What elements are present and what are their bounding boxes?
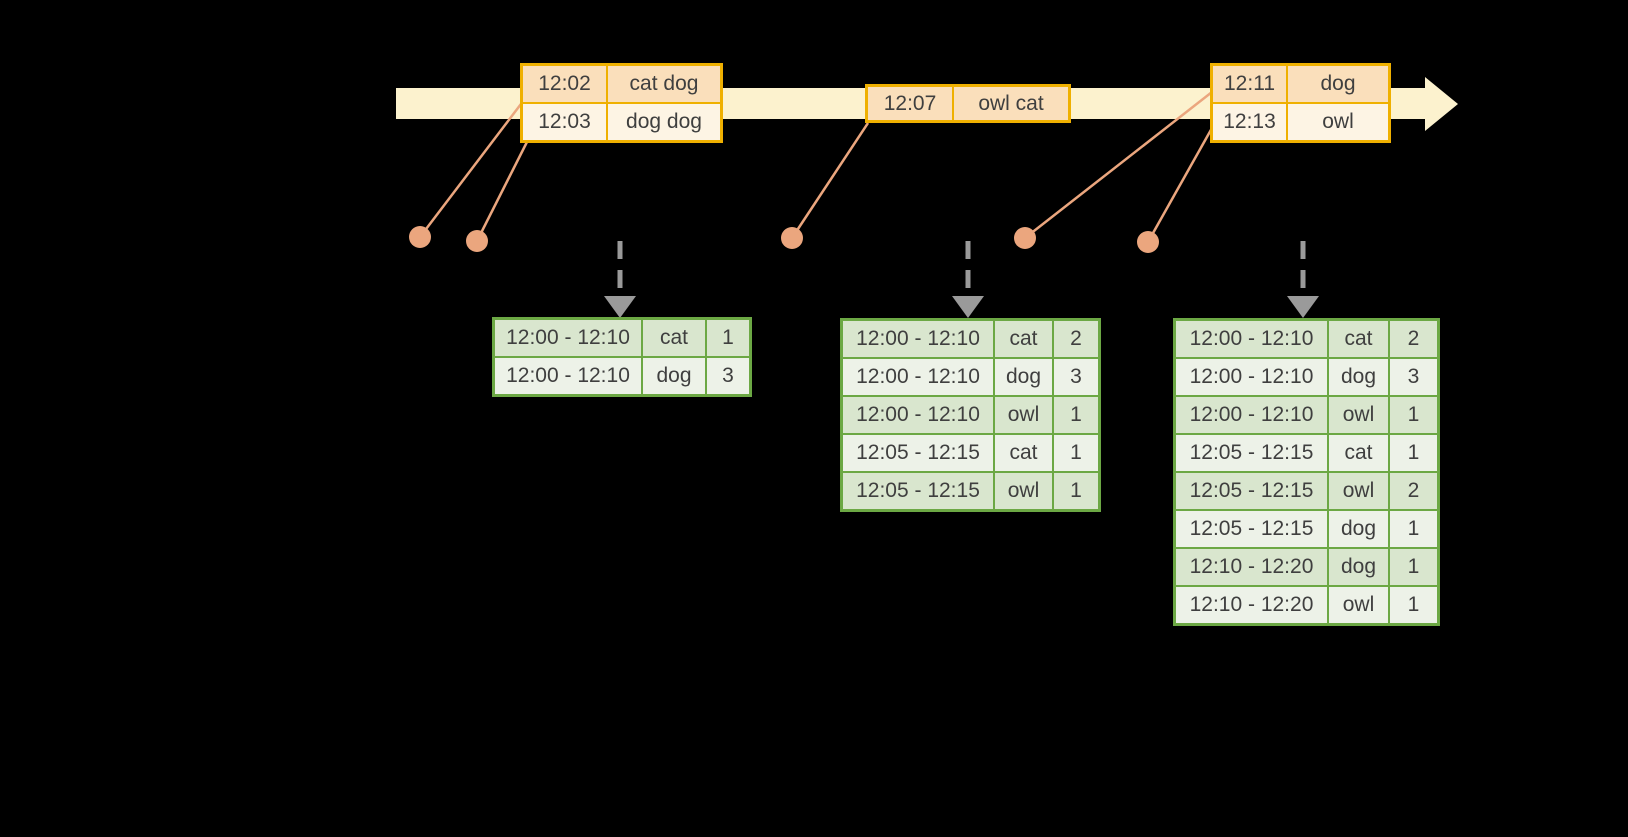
table-cell: owl: [1327, 395, 1390, 435]
trigger-arrowhead-icon: [1287, 296, 1319, 318]
table-cell: 12:00 - 12:10: [492, 356, 643, 397]
table-cell: 1: [1052, 395, 1101, 435]
event-dot-icon: [781, 227, 803, 249]
table-cell: 12:05 - 12:15: [1173, 433, 1329, 473]
table-cell: 12:00 - 12:10: [840, 395, 995, 435]
table-cell: dog: [1327, 357, 1390, 397]
table-cell: cat dog: [606, 63, 723, 104]
table-cell: 1: [1052, 471, 1101, 512]
table-cell: 2: [1052, 318, 1101, 359]
table-cell: dog: [1286, 63, 1391, 104]
event-dot-icon: [1137, 231, 1159, 253]
table-cell: cat: [1327, 318, 1390, 359]
table-cell: 12:07: [865, 84, 954, 123]
event-line: [1146, 127, 1214, 243]
table-cell: 3: [1052, 357, 1101, 397]
table-cell: 12:05 - 12:15: [840, 471, 995, 512]
table-cell: owl cat: [952, 84, 1071, 123]
table-cell: 1: [1388, 395, 1440, 435]
table-cell: dog: [1327, 509, 1390, 549]
table-cell: 12:00 - 12:10: [840, 357, 995, 397]
table-cell: cat: [1327, 433, 1390, 473]
table-cell: dog: [993, 357, 1054, 397]
table-cell: 12:03: [520, 102, 608, 143]
table-cell: 12:05 - 12:15: [1173, 509, 1329, 549]
table-cell: dog: [641, 356, 707, 397]
event-line: [475, 131, 534, 242]
table-cell: 12:13: [1210, 102, 1288, 143]
event-dot-icon: [409, 226, 431, 248]
table-cell: 12:10 - 12:20: [1173, 585, 1329, 626]
table-cell: 3: [705, 356, 752, 397]
table-cell: 2: [1388, 318, 1440, 359]
table-cell: owl: [993, 471, 1054, 512]
table-cell: 1: [1388, 585, 1440, 626]
table-cell: 12:10 - 12:20: [1173, 547, 1329, 587]
event-line: [419, 99, 525, 238]
table-cell: dog: [1327, 547, 1390, 587]
table-cell: 1: [1052, 433, 1101, 473]
table-cell: 1: [1388, 433, 1440, 473]
event-line: [1024, 91, 1213, 239]
table-cell: owl: [1327, 471, 1390, 511]
table-cell: owl: [1286, 102, 1391, 143]
table-cell: 12:02: [520, 63, 608, 104]
trigger-arrowhead-icon: [952, 296, 984, 318]
table-cell: 12:05 - 12:15: [840, 433, 995, 473]
table-cell: owl: [993, 395, 1054, 435]
table-cell: 3: [1388, 357, 1440, 397]
event-dot-icon: [1014, 227, 1036, 249]
timeline-arrowhead-icon: [1425, 77, 1458, 131]
table-cell: 12:00 - 12:10: [1173, 395, 1329, 435]
table-cell: 1: [705, 317, 752, 358]
table-cell: 12:05 - 12:15: [1173, 471, 1329, 511]
table-cell: 12:11: [1210, 63, 1288, 104]
table-cell: 12:00 - 12:10: [492, 317, 643, 358]
trigger-arrowhead-icon: [604, 296, 636, 318]
table-cell: cat: [993, 433, 1054, 473]
table-cell: cat: [641, 317, 707, 358]
table-cell: dog dog: [606, 102, 723, 143]
table-cell: 12:00 - 12:10: [1173, 318, 1329, 359]
table-cell: 2: [1388, 471, 1440, 511]
event-dot-icon: [466, 230, 488, 252]
table-cell: 12:00 - 12:10: [1173, 357, 1329, 397]
table-cell: owl: [1327, 585, 1390, 626]
table-cell: 12:00 - 12:10: [840, 318, 995, 359]
table-cell: 1: [1388, 509, 1440, 549]
table-cell: 1: [1388, 547, 1440, 587]
event-line: [790, 122, 870, 239]
table-cell: cat: [993, 318, 1054, 359]
